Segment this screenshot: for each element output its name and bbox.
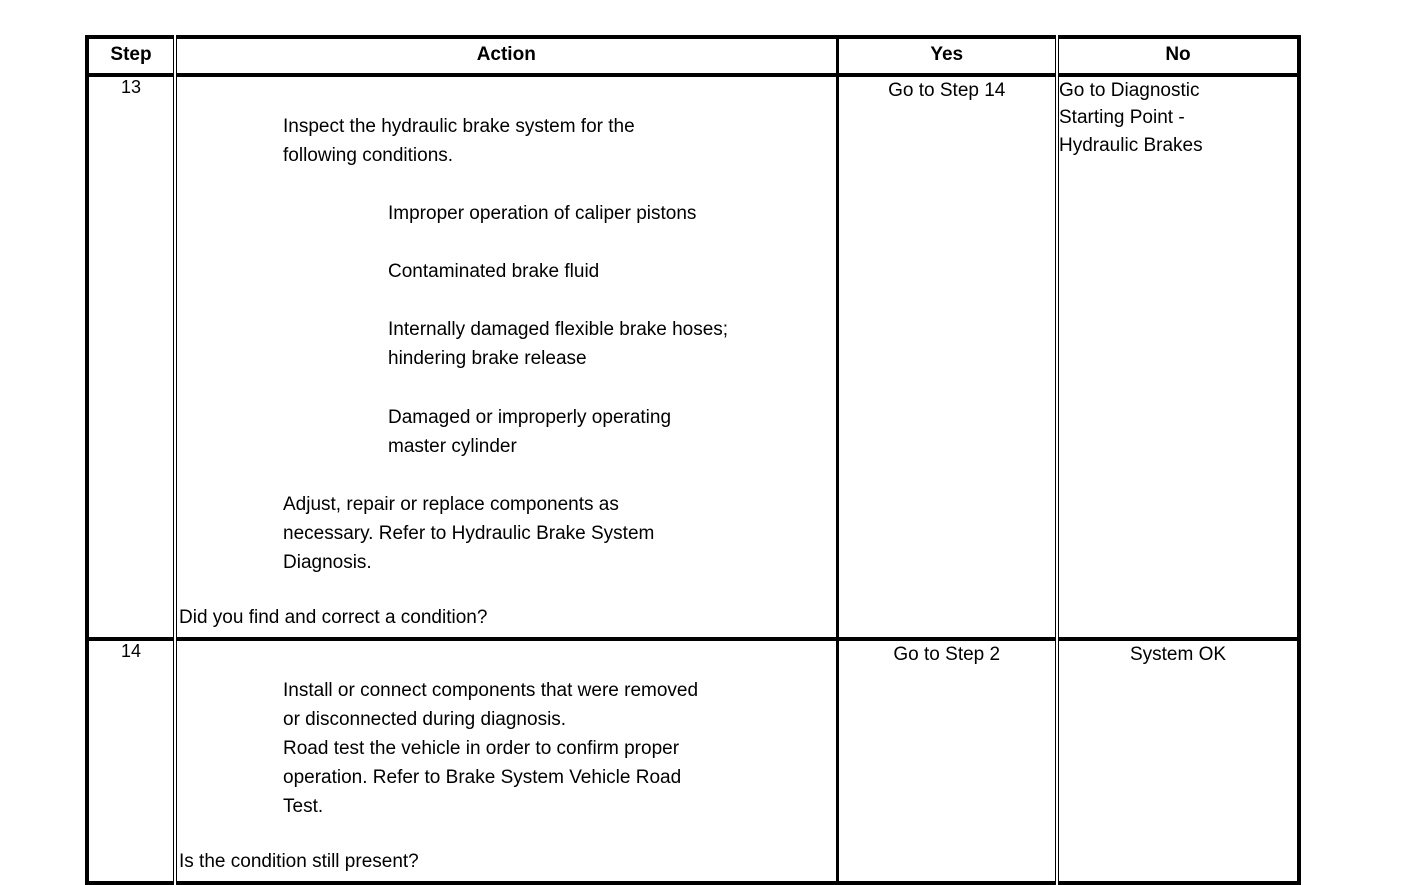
- column-header-no: No: [1057, 37, 1299, 77]
- action-cell: Install or connect components that were …: [175, 638, 839, 883]
- table-row-step-13: 13 Inspect the hydraulic brake system fo…: [87, 74, 1299, 641]
- action-bullet-3: Internally damaged flexible brake hoses;…: [388, 319, 729, 370]
- yes-cell: Go to Step 2: [837, 638, 1059, 883]
- table-body: 13 Inspect the hydraulic brake system fo…: [87, 74, 1299, 883]
- column-header-step: Step: [87, 37, 177, 77]
- header-row: Step Action Yes No: [87, 37, 1299, 77]
- step-number-cell: 13: [87, 74, 177, 641]
- table-header: Step Action Yes No: [87, 37, 1299, 77]
- action-bullet-1: Improper operation of caliper pistons: [388, 203, 697, 225]
- column-header-action: Action: [175, 37, 839, 77]
- action-question-text: Did you find and correct a condition?: [179, 607, 488, 629]
- no-cell: Go to Diagnostic Starting Point - Hydrau…: [1057, 74, 1299, 641]
- action-cell: Inspect the hydraulic brake system for t…: [175, 74, 839, 641]
- action-bullet-2: Contaminated brake fluid: [388, 261, 600, 283]
- action-intro-text: Install or connect components that were …: [283, 679, 699, 818]
- action-bullet-4: Damaged or improperly operating master c…: [388, 406, 672, 457]
- no-cell: System OK: [1129, 643, 1227, 665]
- table-row-step-14: 14 Install or connect components that we…: [87, 638, 1299, 883]
- column-header-yes: Yes: [837, 37, 1059, 77]
- action-outro-text: Adjust, repair or replace components as …: [283, 493, 655, 573]
- action-intro-text: Inspect the hydraulic brake system for t…: [283, 115, 635, 167]
- yes-cell: Go to Step 14: [837, 74, 1059, 641]
- diagnostic-procedure-table: Step Action Yes No 13 Inspect the hydrau…: [85, 35, 1301, 885]
- action-question-text: Is the condition still present?: [179, 851, 419, 873]
- step-number-cell: 14: [87, 638, 177, 883]
